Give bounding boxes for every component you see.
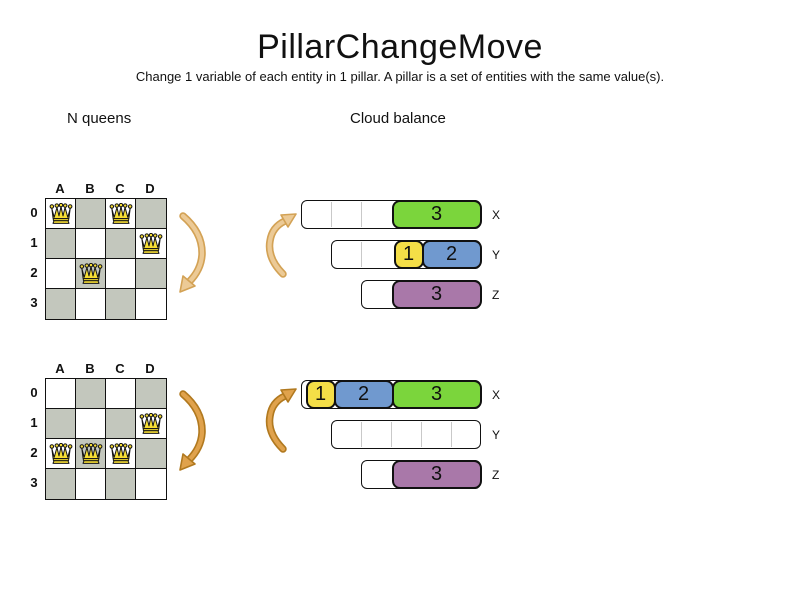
board-cell — [76, 199, 106, 229]
process-block: 3 — [391, 459, 482, 489]
capacity-divider — [331, 202, 332, 227]
board-cell — [46, 289, 76, 319]
board-cell-queen-D1 — [136, 409, 166, 439]
queen-icon — [109, 442, 132, 464]
queen-icon — [49, 442, 72, 464]
capacity-divider — [361, 422, 362, 447]
process-blocks: 3 — [391, 279, 482, 310]
board-move-arrow-top-icon — [172, 211, 206, 300]
board-cell — [46, 379, 76, 409]
page-title: PillarChangeMove — [257, 28, 543, 66]
board-cell — [106, 409, 136, 439]
board-cell-queen-A2 — [46, 439, 76, 469]
queen-icon — [79, 442, 102, 464]
computer-label-x: X — [492, 388, 501, 402]
column-label: D — [145, 361, 155, 376]
computer-bar-x: 3 — [301, 199, 482, 230]
capacity-divider — [451, 422, 452, 447]
column-label: D — [145, 181, 155, 196]
process-blocks: 3 — [391, 199, 482, 230]
board-cell — [106, 229, 136, 259]
queen-icon — [139, 232, 163, 254]
board-cell-queen-A0 — [46, 199, 76, 229]
column-label: B — [85, 181, 95, 196]
board-cell — [136, 289, 166, 319]
column-label: B — [85, 361, 95, 376]
board-cell — [76, 469, 106, 499]
queen-icon — [139, 412, 163, 434]
capacity-divider — [361, 202, 362, 227]
column-label: A — [55, 361, 65, 376]
capacity-divider — [421, 422, 422, 447]
board-cell-queen-D1 — [136, 229, 166, 259]
process-block: 3 — [391, 379, 482, 409]
row-label: 3 — [30, 475, 38, 490]
board-cell — [136, 259, 166, 289]
board-cell-queen-B2 — [76, 259, 106, 289]
row-label: 0 — [30, 205, 38, 220]
board-cell — [76, 289, 106, 319]
capacity-divider — [391, 422, 392, 447]
row-label: 1 — [30, 415, 38, 430]
process-block: 2 — [333, 379, 394, 409]
capacity-divider — [361, 242, 362, 267]
board-cell — [76, 229, 106, 259]
board-cell — [106, 469, 136, 499]
queen-icon — [109, 202, 132, 224]
board-cell — [46, 409, 76, 439]
board-cell — [136, 439, 166, 469]
board-cell — [46, 259, 76, 289]
board-move-arrow-bottom-icon — [172, 389, 206, 478]
chessboard — [45, 378, 167, 500]
board-cell — [136, 379, 166, 409]
column-label: C — [115, 361, 125, 376]
computer-bar-z: 3 — [361, 459, 482, 490]
queen-icon — [49, 202, 72, 224]
process-block: 3 — [391, 279, 482, 309]
board-cell — [46, 469, 76, 499]
computer-bar-z: 3 — [361, 279, 482, 310]
process-blocks: 3 — [391, 459, 482, 490]
section-label-nqueens: N queens — [67, 110, 132, 127]
board-cell — [46, 229, 76, 259]
board-cell-queen-C0 — [106, 199, 136, 229]
process-block: 1 — [305, 379, 336, 409]
section-label-cloud: Cloud balance — [350, 110, 446, 127]
board-cell — [106, 259, 136, 289]
queen-icon — [79, 262, 102, 284]
computer-label-y: Y — [492, 428, 501, 442]
bar-move-arrow-bottom-icon — [264, 383, 300, 460]
column-label: C — [115, 181, 125, 196]
board-cell — [76, 409, 106, 439]
board-cell — [76, 379, 106, 409]
board-cell — [106, 289, 136, 319]
chessboard — [45, 198, 167, 320]
column-label: A — [55, 181, 65, 196]
board-cell-queen-C2 — [106, 439, 136, 469]
board-cell — [106, 379, 136, 409]
board-cell — [136, 199, 166, 229]
page-subtitle: Change 1 variable of each entity in 1 pi… — [135, 69, 665, 84]
row-label: 3 — [30, 295, 38, 310]
process-block: 1 — [393, 239, 424, 269]
row-label: 0 — [30, 385, 38, 400]
process-block: 2 — [421, 239, 482, 269]
computer-bar-y — [331, 420, 481, 449]
computer-label-x: X — [492, 208, 501, 222]
row-label: 1 — [30, 235, 38, 250]
row-label: 2 — [30, 445, 38, 460]
computer-label-z: Z — [492, 288, 500, 302]
computer-label-z: Z — [492, 468, 500, 482]
computer-label-y: Y — [492, 248, 501, 262]
board-cell-queen-B2 — [76, 439, 106, 469]
row-label: 2 — [30, 265, 38, 280]
board-cell — [136, 469, 166, 499]
process-block: 3 — [391, 199, 482, 229]
bar-move-arrow-top-icon — [264, 208, 300, 285]
